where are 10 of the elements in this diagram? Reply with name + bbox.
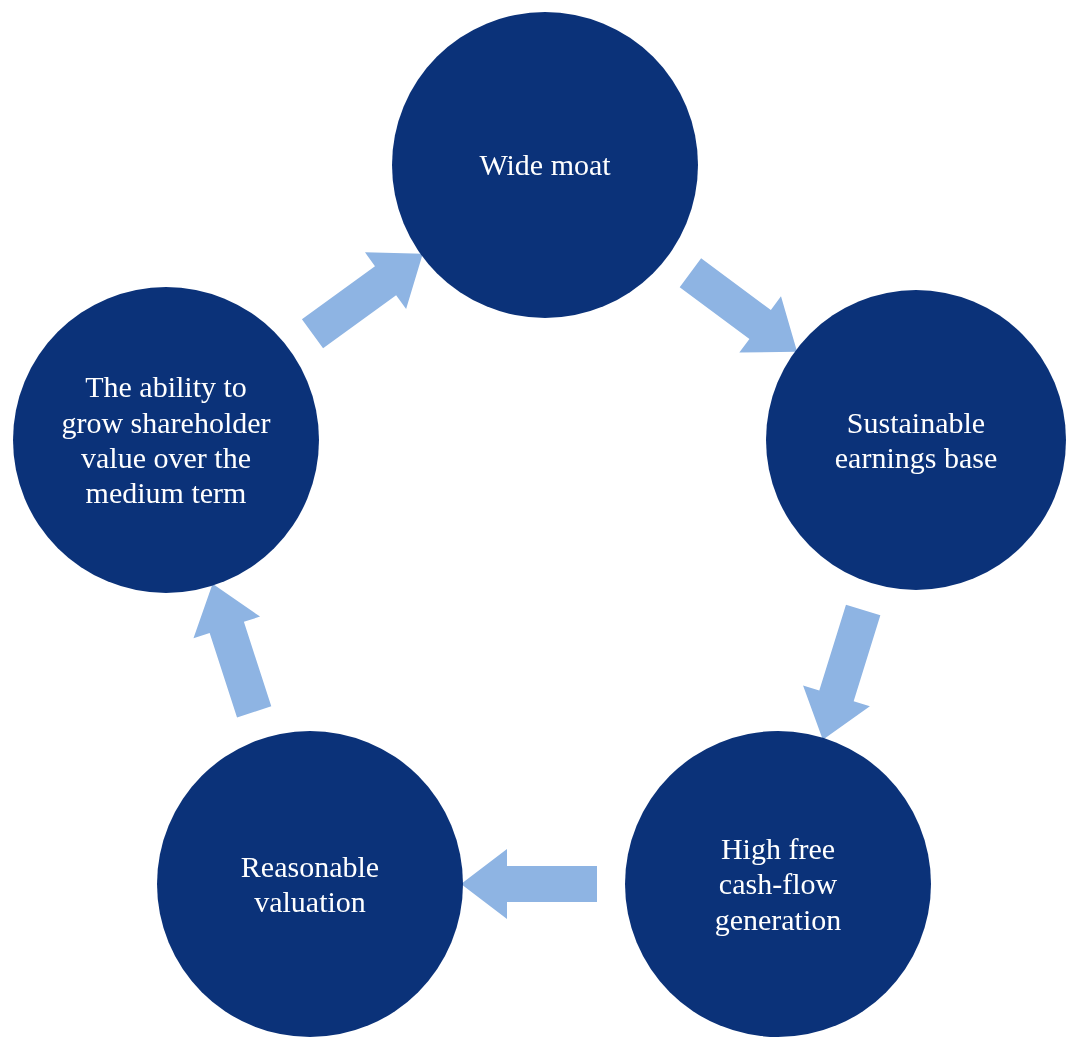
block-arrow (301, 252, 423, 349)
node-label: The ability to grow shareholder value over the medium term (61, 369, 271, 511)
block-arrow (679, 258, 798, 353)
node-label: Reasonable valuation (239, 848, 381, 920)
block-arrow (193, 583, 272, 718)
block-arrow (461, 849, 597, 919)
block-arrow (803, 604, 881, 740)
node-label: Wide moat (478, 147, 612, 183)
node-label: High free cash-flow generation (713, 830, 843, 938)
node-label: Sustainable earnings base (833, 404, 999, 476)
